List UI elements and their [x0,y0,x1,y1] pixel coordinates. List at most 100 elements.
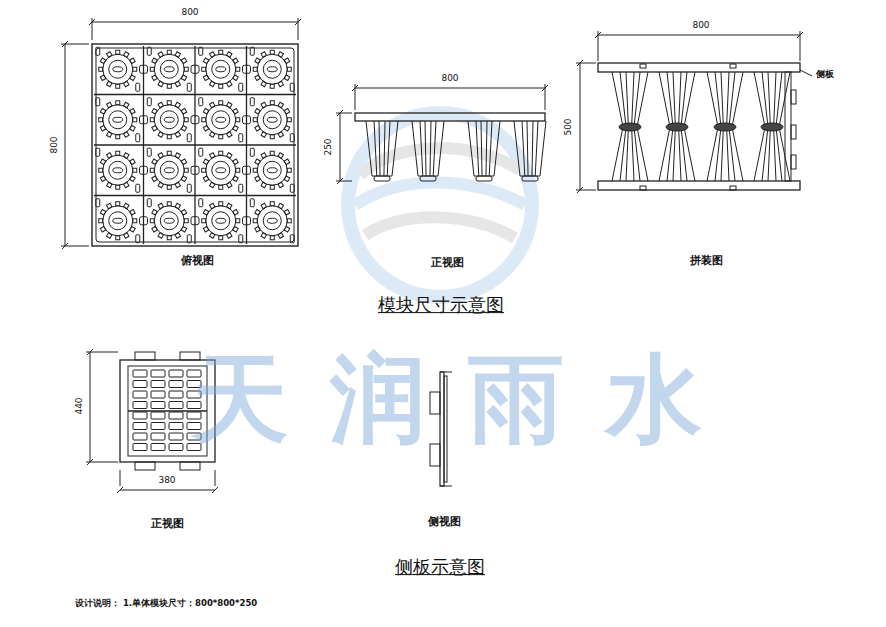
watermark: 天润雨水 [192,347,744,453]
outline [140,65,148,73]
line [90,352,91,462]
outline [140,116,148,124]
outline [147,98,151,106]
leg [468,121,500,181]
outline [239,83,243,91]
outline [785,72,791,181]
dimension: 800 [50,136,60,153]
dimension: 800 [441,74,458,84]
outline [191,116,199,124]
outline [243,217,251,225]
outline [151,444,165,451]
outline [169,391,183,398]
outline [135,462,155,470]
leg-pair [754,72,790,181]
outline [290,83,294,91]
gear-hub [253,151,291,189]
leg-pair [707,72,743,181]
line [65,44,66,246]
outline [290,134,294,142]
outline [239,184,243,192]
outline [199,98,203,106]
outline [96,199,100,207]
section-title: 侧板示意图 [395,557,485,577]
outline [250,199,254,207]
outline [151,391,165,398]
outline [191,65,199,73]
line [340,113,341,181]
line [598,35,800,36]
outline [96,47,100,55]
line [94,195,296,196]
line [117,487,123,493]
dimension: 500 [564,118,574,135]
gear-hub [253,101,291,139]
outline [169,423,183,430]
line [440,486,452,487]
outline [151,423,165,430]
outline [133,402,147,409]
watermark-logo [348,113,532,297]
line [89,19,95,25]
outline [640,186,646,190]
outline [598,63,800,72]
gear-hub [150,101,188,139]
line [336,181,352,182]
outline [133,444,147,451]
outline [191,166,199,174]
outline [151,370,165,377]
outline [151,381,165,388]
leg-pair [659,72,695,181]
line [580,63,581,190]
gear-hub [99,101,137,139]
outline [239,235,243,243]
gear-hub [253,202,291,240]
gear-hub [202,50,240,88]
dimension: 250 [324,138,334,155]
outline [243,65,251,73]
view-caption: 正视图 [431,257,464,269]
outline [730,186,736,190]
view-caption: 拼装图 [690,255,723,267]
outline [169,370,183,377]
dimension: 800 [692,21,709,31]
line [62,243,68,249]
outline [239,134,243,142]
outline [199,47,203,55]
line [87,349,93,355]
outline [136,235,140,243]
outline [151,412,165,419]
outline [187,184,191,192]
gear-hub [150,151,188,189]
outline [133,381,147,388]
dimension: 380 [158,476,175,486]
outline [147,199,151,207]
line [94,94,296,95]
outline [290,235,294,243]
line [797,32,803,38]
outline [355,113,545,121]
leg [412,121,444,181]
outline [187,235,191,243]
view-caption: 侧视图 [428,516,461,528]
outline [730,64,736,68]
gear-hub [202,151,240,189]
outline [96,148,100,156]
line [337,110,343,116]
gear-hub [202,101,240,139]
outline [169,433,183,440]
outline [151,402,165,409]
line [120,490,215,491]
line [355,88,545,89]
outline [147,47,151,55]
line [542,85,548,91]
section-title: 模块尺寸示意图 [378,295,504,315]
gear-hub [202,202,240,240]
outline [147,148,151,156]
outline [791,155,796,169]
line [337,178,343,184]
outline [243,116,251,124]
gear-hub [99,202,137,240]
outline [136,83,140,91]
line [120,470,121,486]
